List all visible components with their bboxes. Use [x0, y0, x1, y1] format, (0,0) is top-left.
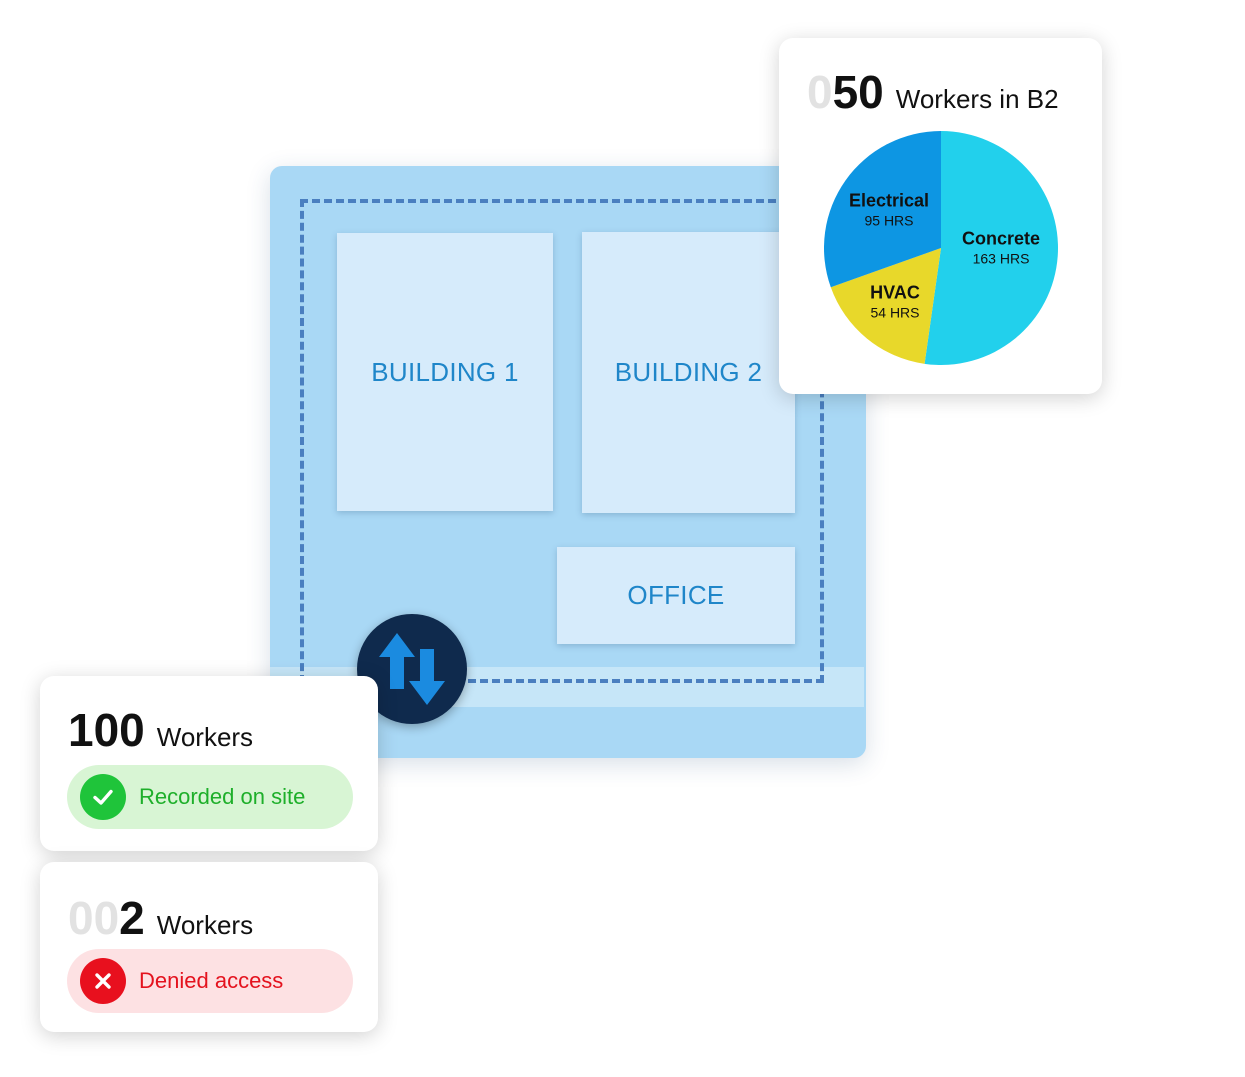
slice-hours-electrical: 95 HRS: [864, 212, 914, 229]
recorded-on-site-badge: Recorded on site: [67, 765, 353, 829]
trade-hours-pie-chart: Electrical 95 HRS Concrete 163 HRS HVAC …: [823, 130, 1059, 366]
pie-chart-svg: [824, 131, 1058, 365]
denied-count-value: 2: [119, 892, 145, 944]
zone-office-label: OFFICE: [627, 580, 725, 610]
onsite-workers-card: 100 Workers Recorded on site: [40, 676, 378, 851]
onsite-count-value: 100: [68, 704, 145, 756]
b2-count-padding: 0: [807, 66, 833, 118]
b2-count-label: Workers in B2: [895, 84, 1059, 114]
onsite-count-row: 100 Workers: [68, 704, 253, 756]
x-circle-icon: [80, 958, 126, 1004]
denied-count-padding: 00: [68, 892, 120, 944]
slice-name-concrete: Concrete: [961, 228, 1041, 249]
b2-worker-count-row: 050 Workers in B2: [807, 66, 1059, 118]
site-map: BUILDING 1 BUILDING 2 OFFICE: [270, 166, 866, 758]
pie-slice-hvac[interactable]: [830, 248, 941, 364]
pie-slice-electrical[interactable]: [824, 131, 941, 288]
zone-office[interactable]: OFFICE: [557, 547, 795, 644]
arrows-up-down-icon: [379, 633, 445, 705]
slice-label-hvac: HVAC 54 HRS: [870, 283, 920, 322]
denied-access-text: Denied access: [139, 968, 284, 993]
recorded-on-site-text: Recorded on site: [139, 784, 306, 809]
onsite-count-label: Workers: [156, 722, 254, 752]
zone-building-1[interactable]: BUILDING 1: [337, 233, 553, 511]
denied-access-badge: Denied access: [67, 949, 353, 1013]
b2-worker-count: 050: [807, 66, 884, 118]
pie-slice-concrete[interactable]: [924, 131, 1058, 365]
slice-hours-hvac: 54 HRS: [870, 304, 920, 321]
denied-count-label: Workers: [156, 910, 254, 940]
slice-name-electrical: Electrical: [848, 190, 930, 211]
denied-count-row: 002 Workers: [68, 892, 253, 944]
b2-count-value: 50: [832, 66, 884, 118]
check-circle-icon: [80, 774, 126, 820]
onsite-worker-count: 100: [68, 704, 145, 756]
zone-building-1-label: BUILDING 1: [371, 356, 519, 387]
slice-label-electrical: Electrical 95 HRS: [849, 191, 929, 230]
site-perimeter: [300, 199, 824, 683]
denied-workers-card: 002 Workers Denied access: [40, 862, 378, 1032]
denied-worker-count: 002: [68, 892, 145, 944]
slice-label-concrete: Concrete 163 HRS: [962, 229, 1040, 268]
zone-building-2-label: BUILDING 2: [614, 357, 763, 387]
slice-hours-concrete: 163 HRS: [972, 250, 1030, 267]
zone-building-2[interactable]: BUILDING 2: [582, 232, 795, 513]
building-2-workers-card: 050 Workers in B2 Electrical 95 HRS Conc…: [779, 38, 1102, 394]
slice-name-hvac: HVAC: [870, 282, 920, 303]
